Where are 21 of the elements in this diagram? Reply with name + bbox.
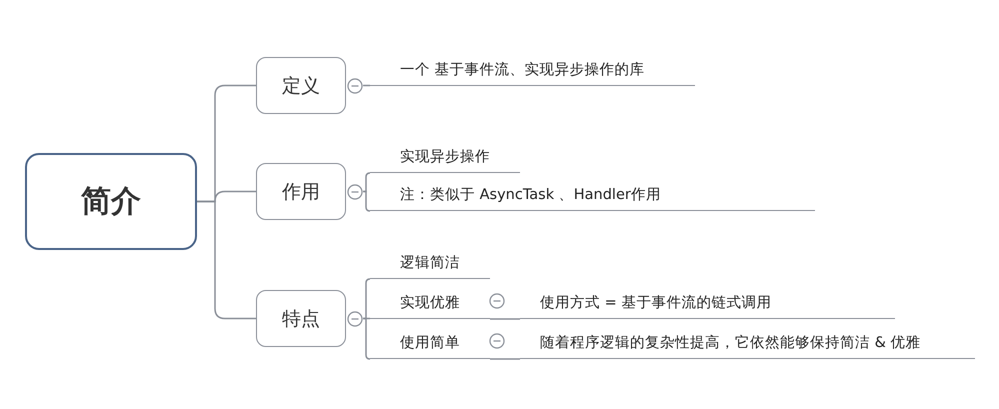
- connector-line: [490, 358, 520, 360]
- connector-line: [363, 190, 371, 212]
- topic-text: 实现异步操作: [400, 148, 490, 166]
- topic-text: 作用: [282, 180, 320, 204]
- topic-text: 随着程序逻辑的复杂性提高，它依然能够保持简洁 & 优雅: [540, 334, 921, 352]
- central-topic-box: [25, 153, 197, 250]
- topic-text: 逻辑简洁: [400, 254, 460, 272]
- topic-text: 注：类似于 AsyncTask 、Handler作用: [400, 186, 661, 204]
- topic-text: 定义: [282, 74, 320, 98]
- topic-text: 特点: [282, 306, 320, 332]
- connector-line: [490, 318, 520, 320]
- topic-text: 使用简单: [400, 334, 460, 352]
- topic-text: 一个 基于事件流、实现异步操作的库: [400, 60, 645, 79]
- connector-line: [197, 200, 256, 320]
- connector-line: [363, 84, 370, 86]
- topic-text: 使用方式 = 基于事件流的链式调用: [540, 294, 772, 312]
- connector-line: [363, 318, 371, 360]
- topic-text: 简介: [81, 183, 141, 221]
- connector-line: [363, 172, 371, 192]
- connector-line: [363, 278, 371, 320]
- topic-text: 实现优雅: [400, 294, 460, 312]
